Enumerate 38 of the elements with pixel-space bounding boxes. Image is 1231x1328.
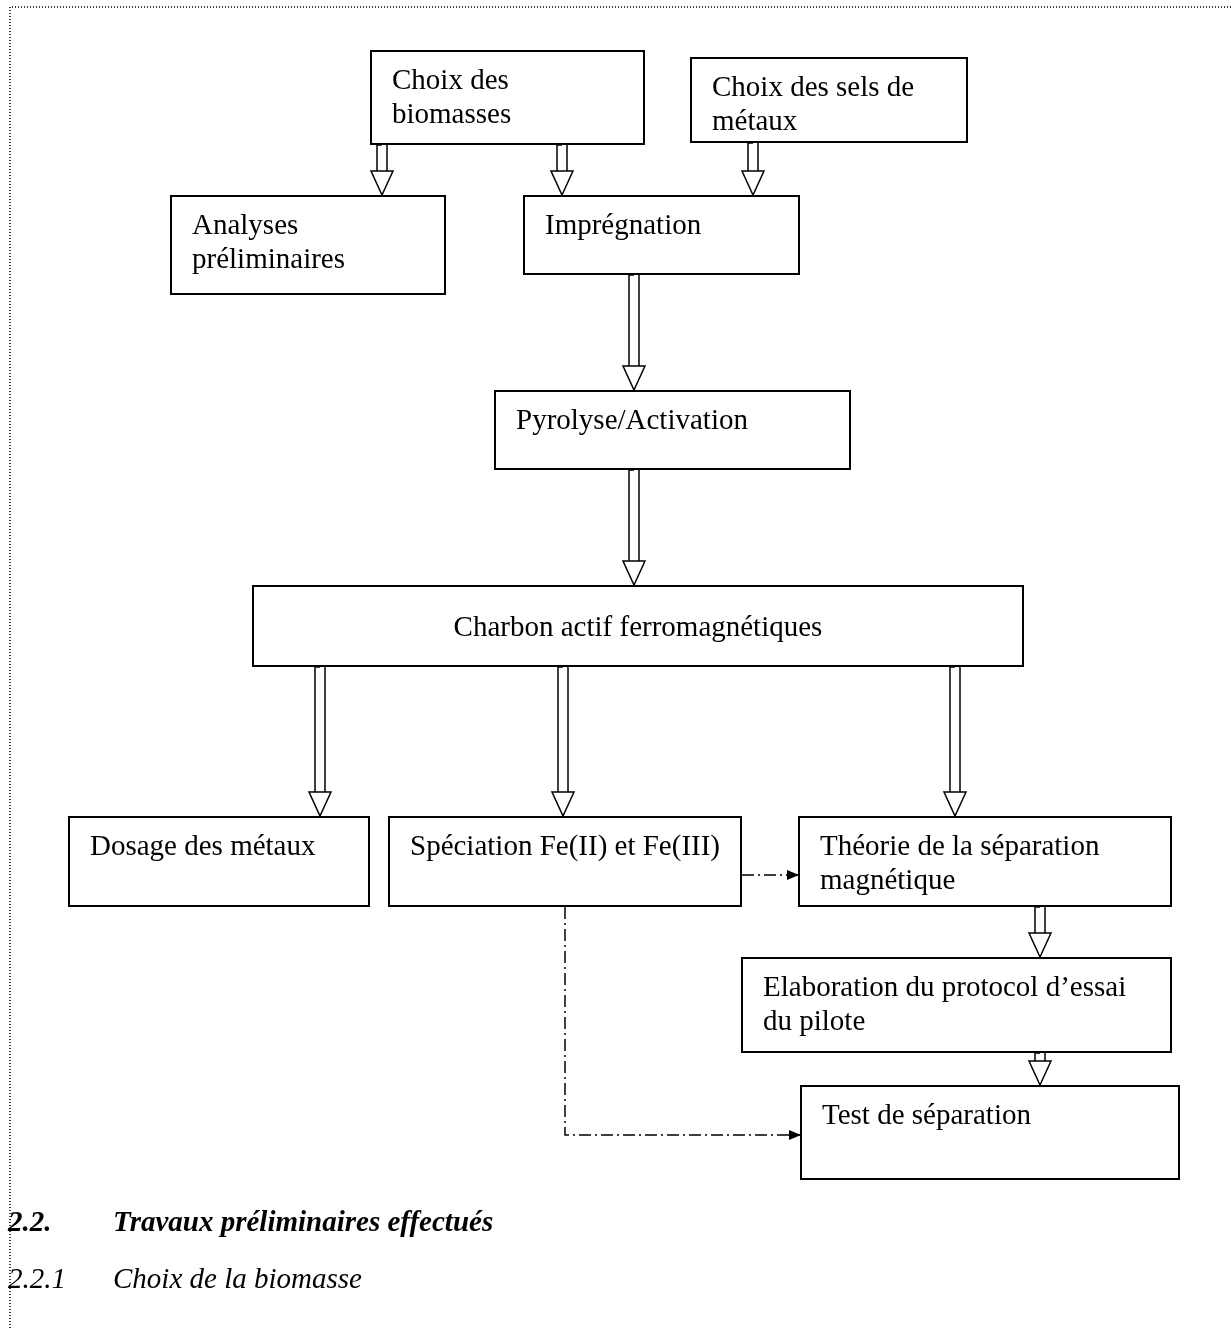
hollow-arrow <box>1028 906 1052 958</box>
subsection-heading: 2.2.1 <box>8 1262 66 1295</box>
subsection-heading: Choix de la biomasse <box>113 1262 362 1295</box>
hollow-arrow <box>551 666 575 817</box>
box-text: Test de séparation <box>822 1098 1031 1130</box>
box-text: Imprégnation <box>545 208 702 240</box>
process-box <box>388 816 742 907</box>
process-box <box>494 390 851 470</box>
process-box <box>523 195 800 275</box>
box-text: Spéciation Fe(II) et Fe(III) <box>410 829 720 861</box>
hollow-arrow <box>550 144 574 196</box>
hollow-arrow <box>622 469 646 586</box>
process-box <box>370 50 645 145</box>
process-box <box>68 816 370 907</box>
process-box <box>798 816 1172 907</box>
dashed-arrow <box>564 906 801 1140</box>
hollow-arrow <box>943 666 967 817</box>
box-text: Théorie de la séparation magnétique <box>820 829 1100 895</box>
box-text: Choix des sels de métaux <box>712 70 915 136</box>
box-text: Pyrolyse/Activation <box>516 403 748 435</box>
section-heading: 2.2. <box>8 1205 52 1238</box>
dashed-arrow <box>741 870 799 880</box>
hollow-arrow <box>622 274 646 391</box>
hollow-arrow <box>1028 1052 1052 1086</box>
hollow-arrow <box>308 666 332 817</box>
box-text: Elaboration du protocol d’essai du pilote <box>763 970 1127 1036</box>
box-text: Charbon actif ferromagnétiques <box>453 610 823 642</box>
box-text: Analyses préliminaires <box>192 208 345 274</box>
process-box <box>170 195 446 295</box>
process-box <box>690 57 968 143</box>
process-box <box>252 585 1024 667</box>
process-box <box>800 1085 1180 1180</box>
box-text: Dosage des métaux <box>90 829 316 861</box>
box-text: Choix des biomasses <box>392 63 512 129</box>
section-heading: Travaux préliminaires effectués <box>113 1205 494 1238</box>
hollow-arrow <box>741 142 765 196</box>
process-box <box>741 957 1172 1053</box>
hollow-arrow <box>370 144 394 196</box>
